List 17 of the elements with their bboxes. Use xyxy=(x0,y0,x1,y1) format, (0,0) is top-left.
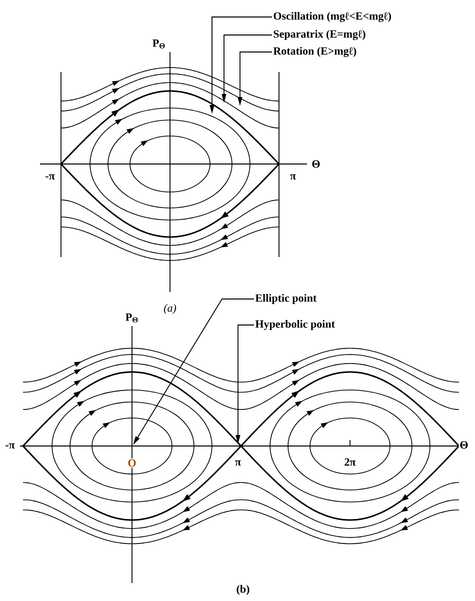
axis-label: 2π xyxy=(343,457,357,467)
axis-label: (b) xyxy=(235,584,251,596)
axis-label: Θ xyxy=(458,440,470,450)
callout-text: Rotation (E>mgℓ) xyxy=(273,46,356,58)
axis-label: π xyxy=(234,459,242,467)
callout-text: Elliptic point xyxy=(255,294,317,304)
axis-label: Θ xyxy=(310,159,322,169)
callout-text: Hyperbolic point xyxy=(255,320,335,330)
axis-label: P$_{Θ}$ xyxy=(151,38,167,50)
axis-label: π xyxy=(288,173,298,181)
axis-label: -π xyxy=(4,442,16,450)
axis-label: P$_{Θ}$ xyxy=(124,312,140,324)
callout-text: Separatrix (E=mgℓ) xyxy=(274,30,366,40)
axis-label: (a) xyxy=(162,303,178,315)
callout-text: Oscillation (mgℓ<E<mgℓ) xyxy=(274,12,391,22)
axis-label: -π xyxy=(44,173,56,181)
axis-label: O xyxy=(126,458,138,468)
